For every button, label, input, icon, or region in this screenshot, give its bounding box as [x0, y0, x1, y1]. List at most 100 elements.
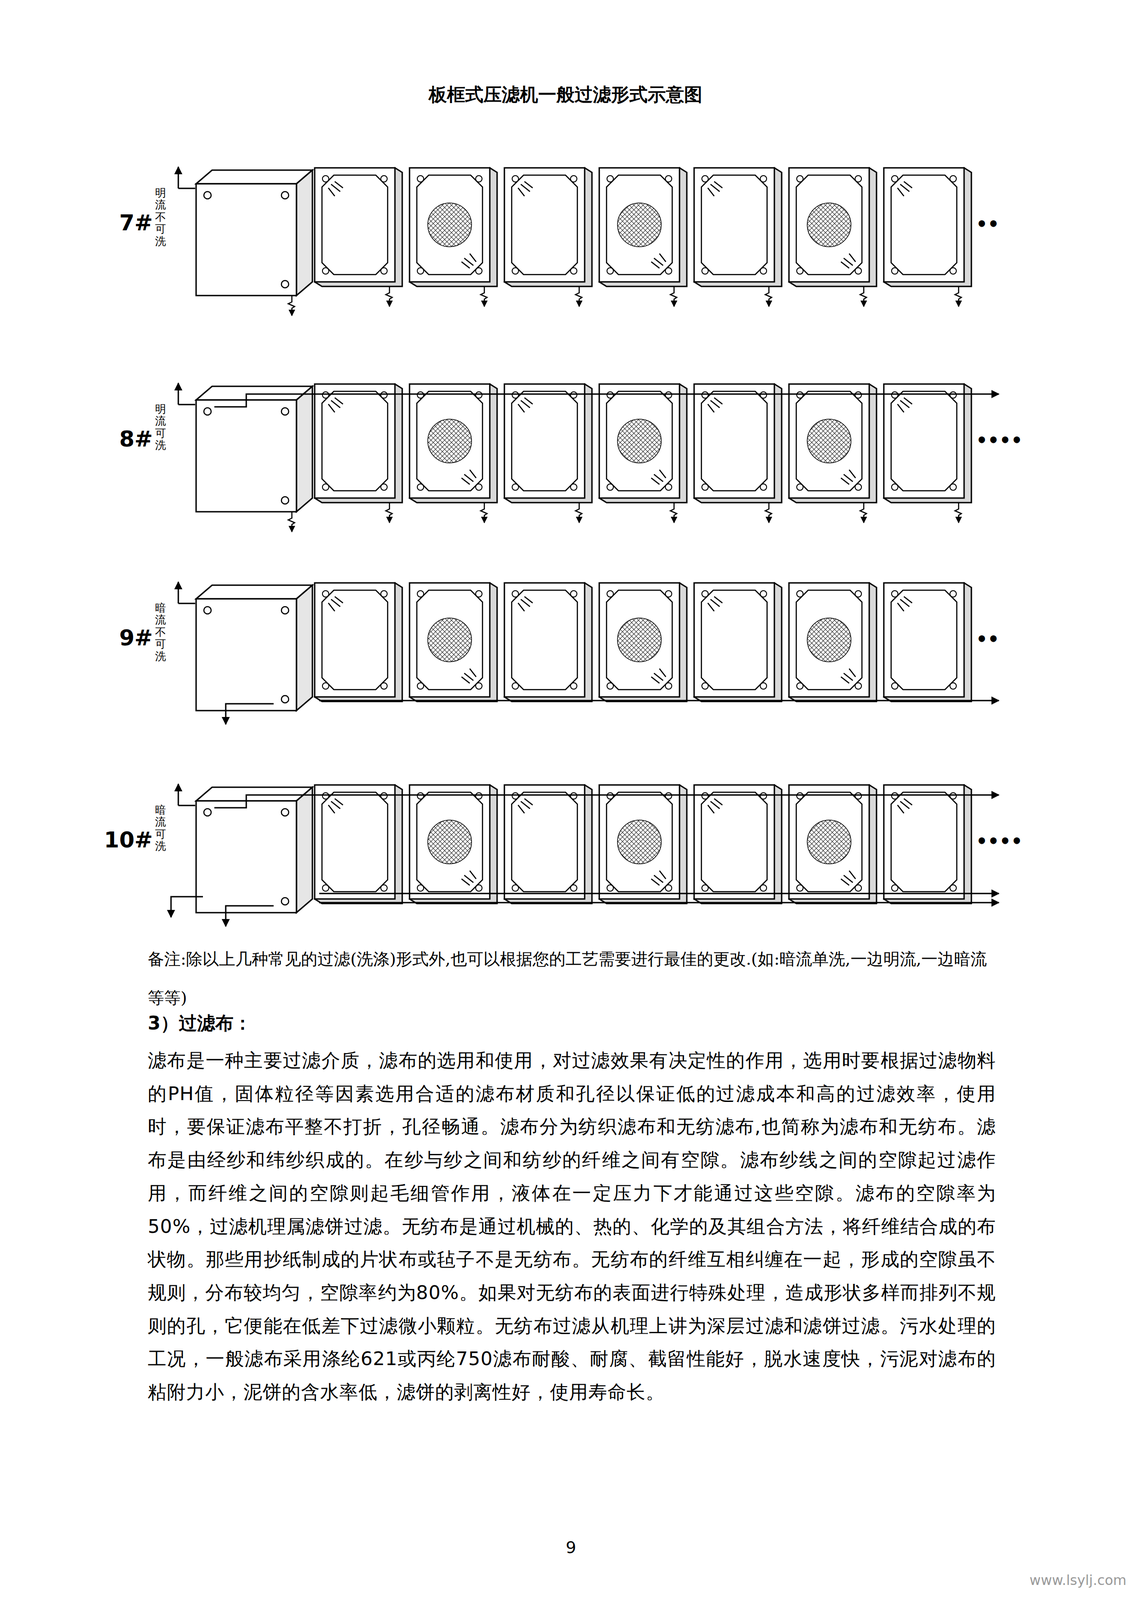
corner-hole — [417, 682, 424, 690]
inner-frame — [701, 792, 768, 892]
filter-press-row — [178, 383, 999, 532]
label-block: 8# — [84, 425, 153, 453]
corner-hole — [417, 884, 424, 892]
flow-mark — [461, 878, 470, 886]
corner-hole — [701, 884, 709, 892]
discharge-tap — [670, 502, 677, 523]
plate-edge — [599, 784, 687, 904]
flow-mark — [518, 187, 525, 197]
head-block-top — [196, 386, 313, 400]
inner-frame — [321, 792, 388, 892]
discharge-tap — [575, 286, 582, 307]
bolt — [281, 496, 289, 504]
filter-frame — [314, 784, 395, 899]
plate-edge — [314, 383, 403, 503]
corner-hole — [665, 267, 672, 275]
flow-mark — [524, 798, 533, 805]
corner-hole — [855, 175, 862, 182]
plate-edge — [504, 582, 592, 702]
filter-cloth — [807, 419, 851, 463]
flow-mark — [651, 261, 660, 269]
corner-hole — [607, 267, 614, 275]
inner-frame — [701, 391, 768, 491]
corner-hole — [380, 884, 388, 892]
flow-mark — [518, 602, 525, 612]
continuation-dots: •• — [975, 212, 1040, 236]
corner-hole — [760, 590, 767, 597]
corner-hole — [607, 682, 614, 690]
flow-mark — [651, 676, 660, 684]
watermark: www.lsylj.com — [944, 1571, 1127, 1589]
corner-hole — [322, 590, 329, 597]
plate-edge — [314, 784, 403, 904]
plate-edge — [883, 383, 972, 503]
flow-mark — [651, 477, 660, 485]
filter-plate — [788, 167, 870, 282]
flow-mark — [461, 477, 470, 485]
corner-hole — [949, 590, 957, 597]
filter-cloth — [427, 419, 472, 463]
filter-plate — [788, 383, 870, 499]
flow-mark — [707, 187, 715, 197]
flow-mark — [518, 804, 525, 814]
corner-hole — [796, 267, 804, 275]
page-title: 板框式压滤机一般过滤形式示意图 — [109, 82, 1022, 108]
plate-edge — [504, 784, 592, 904]
corner-hole — [570, 391, 577, 399]
label-block: 3）过滤布： — [147, 1006, 997, 1040]
head-block-top — [196, 170, 313, 184]
corner-hole — [417, 267, 424, 275]
discharge-tap — [385, 502, 393, 523]
row-number: 9# — [84, 623, 153, 652]
filter-frame — [883, 582, 965, 697]
corner-hole — [891, 792, 898, 799]
flow-mark — [840, 261, 850, 269]
head-block — [196, 399, 297, 512]
corner-hole — [796, 391, 804, 399]
inner-frame — [321, 391, 388, 491]
label-block: 9# — [84, 623, 153, 652]
label-block: 滤布是一种主要过滤介质，滤布的选用和使用，对过滤效果有决定性的作用，选用时要根据… — [147, 1043, 997, 1409]
corner-hole — [570, 175, 577, 182]
corner-hole — [475, 267, 483, 275]
corner-hole — [701, 391, 709, 399]
inner-frame — [796, 391, 862, 491]
flow-mark — [897, 804, 904, 814]
filter-frame — [694, 784, 775, 899]
flow-mark — [659, 668, 666, 677]
plate-edge — [883, 784, 972, 904]
inner-frame — [511, 391, 578, 491]
corner-hole — [760, 884, 767, 892]
bolt — [203, 407, 212, 416]
flow-mark — [897, 404, 904, 413]
corner-hole — [891, 391, 898, 399]
head-block — [196, 598, 297, 711]
corner-hole — [380, 682, 388, 690]
filter-cloth — [617, 617, 662, 662]
inner-frame — [511, 175, 578, 275]
discharge-tap — [860, 502, 867, 523]
corner-hole — [665, 175, 672, 182]
inner-frame — [891, 391, 957, 491]
flow-mark — [849, 870, 856, 879]
corner-hole — [475, 483, 483, 491]
head-outlet — [171, 896, 203, 918]
corner-hole — [891, 483, 898, 491]
flow-mark — [651, 878, 660, 886]
corner-hole — [607, 590, 614, 597]
flow-mark — [897, 187, 904, 197]
plate-edge — [788, 582, 877, 702]
label-block: 暗流可洗 — [155, 804, 167, 853]
label-block: •••• — [975, 829, 1040, 853]
flow-mark — [328, 602, 335, 612]
corner-hole — [607, 884, 614, 892]
flow-mark — [903, 397, 913, 405]
corner-hole — [855, 483, 862, 491]
flow-mark — [461, 676, 470, 684]
inlet-pipe — [178, 804, 196, 807]
discharge-tap — [575, 502, 582, 523]
corner-hole — [855, 590, 862, 597]
corner-hole — [512, 267, 519, 275]
discharge-tap — [954, 502, 962, 523]
filter-frame — [883, 383, 965, 499]
